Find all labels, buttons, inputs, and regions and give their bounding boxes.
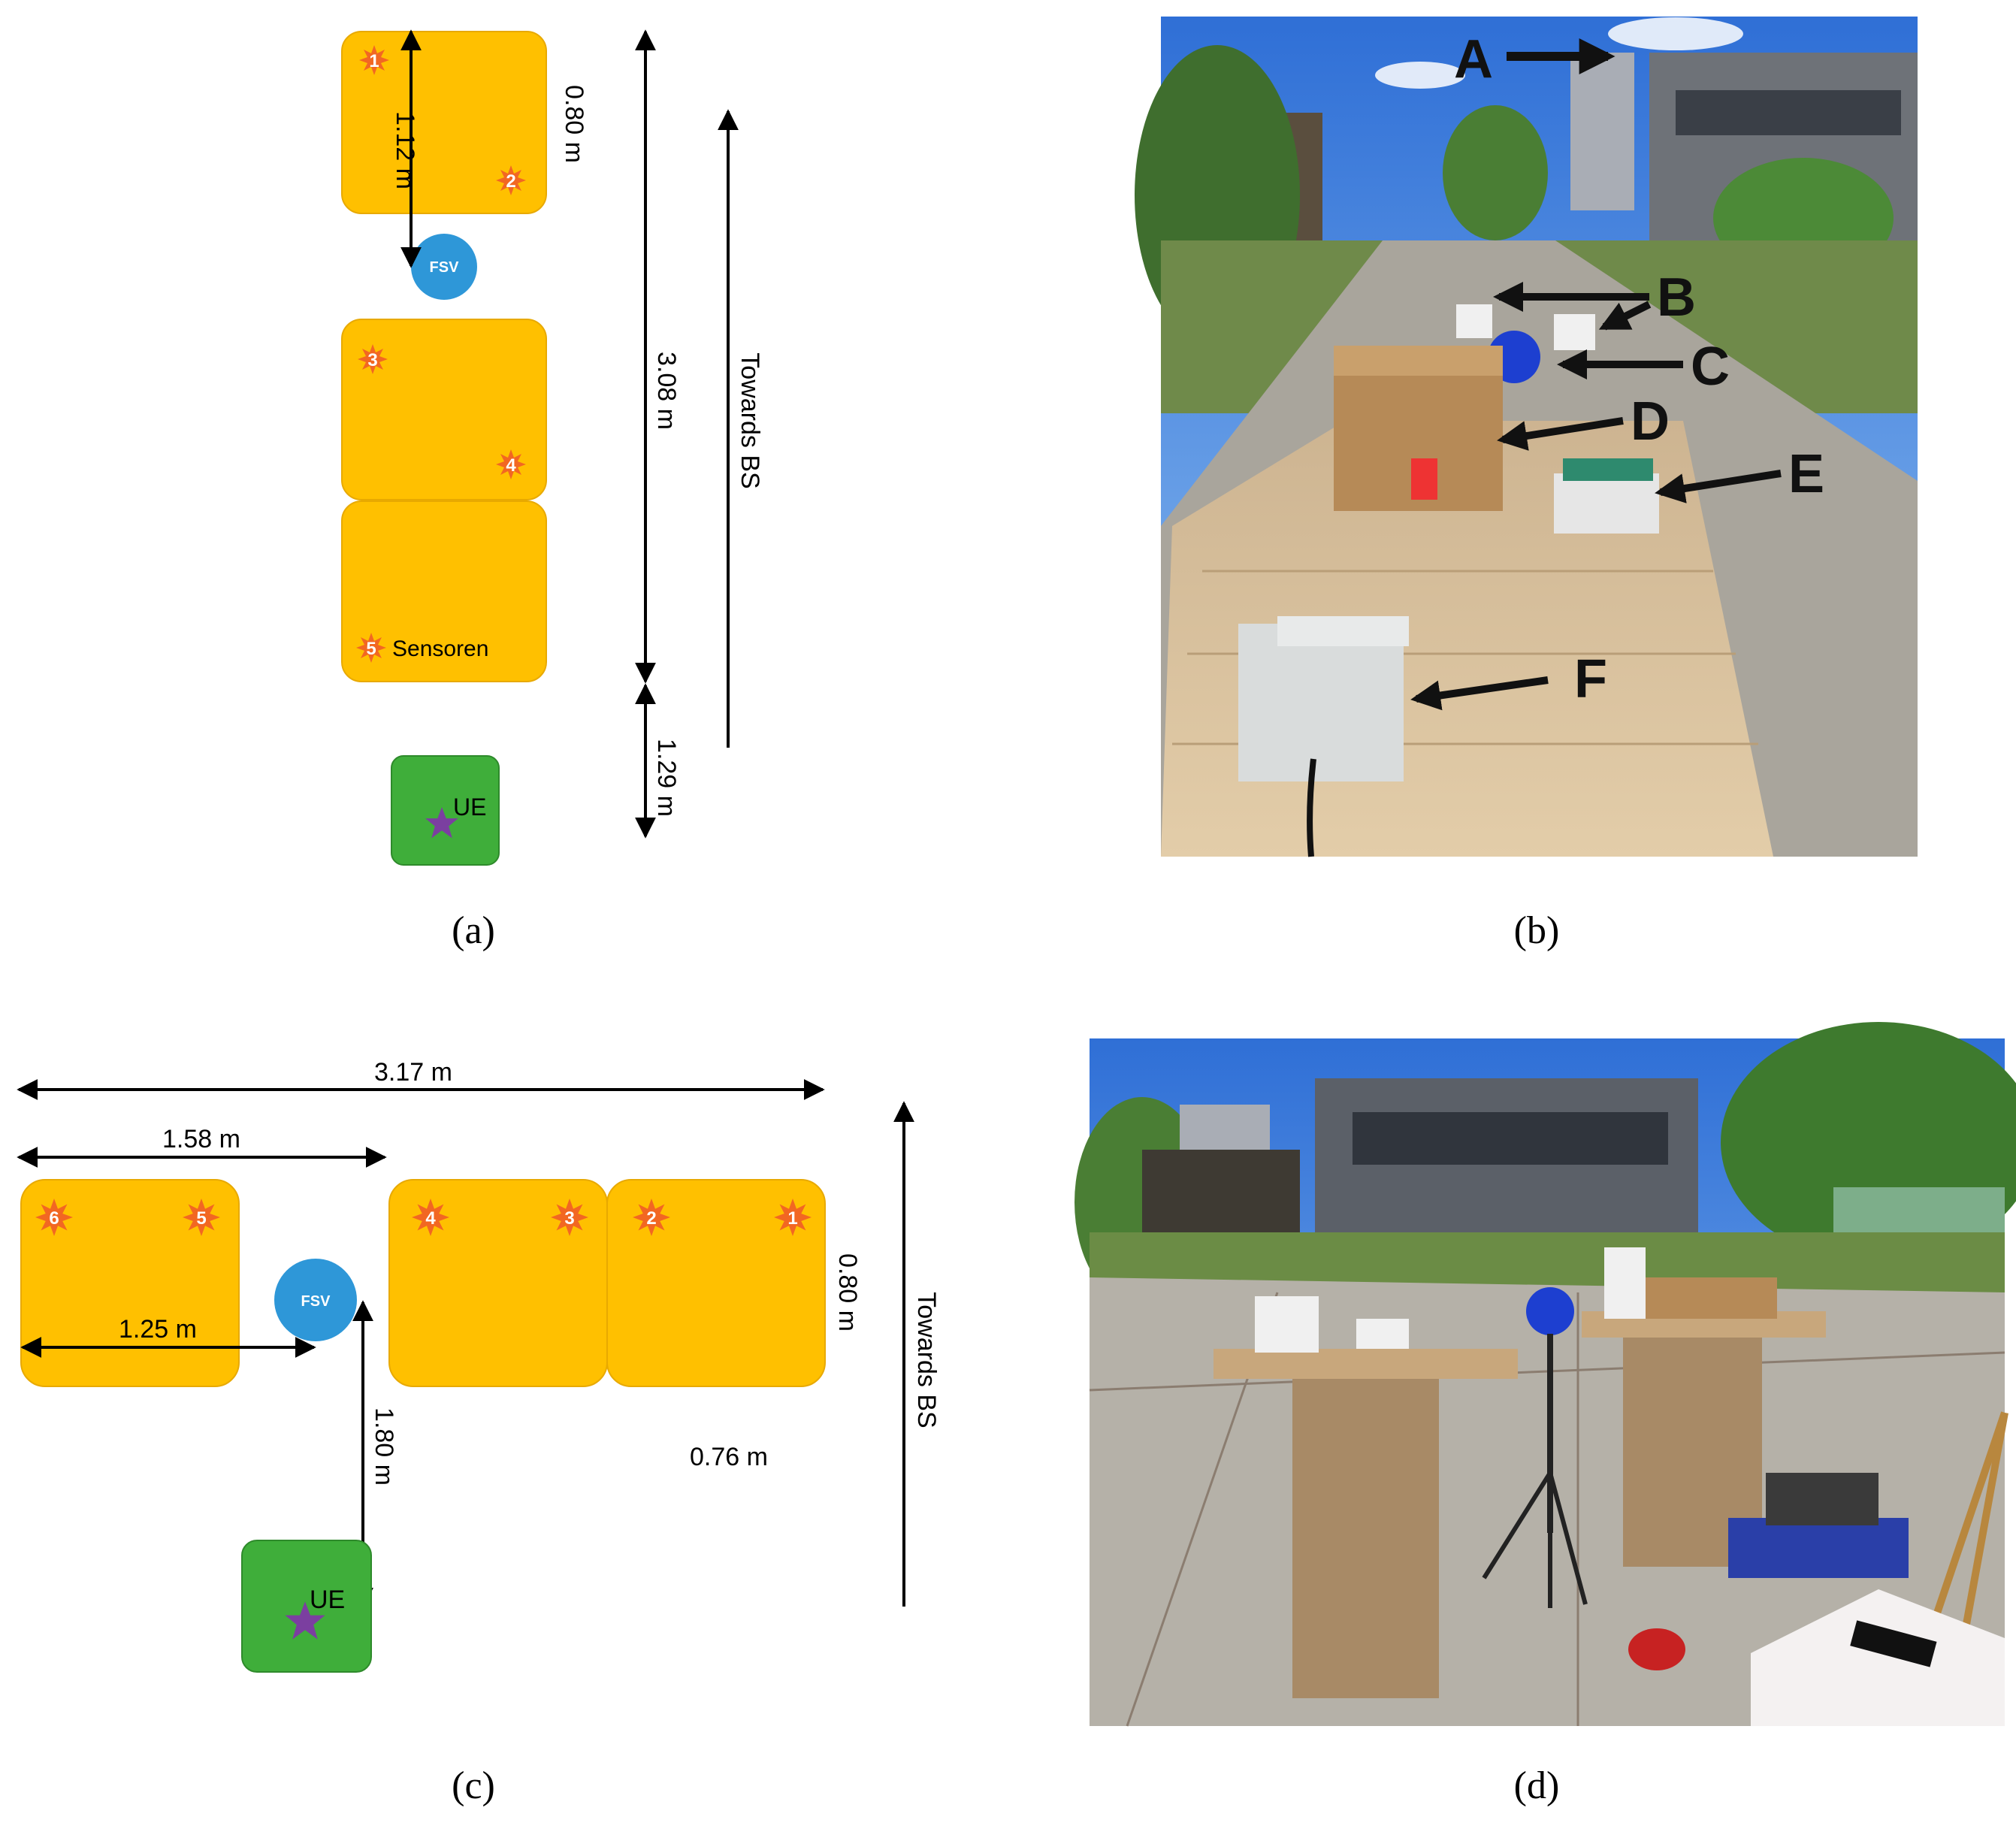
- callout-arrow-d: [1497, 417, 1624, 451]
- dim-label-3-17: 3.17 m: [374, 1058, 452, 1087]
- grey-box-top: [1277, 616, 1409, 646]
- callout-b: B: [1657, 268, 1696, 328]
- callout-a: A: [1454, 29, 1493, 89]
- sensor-1: 1: [359, 45, 389, 75]
- sensor-4: 4: [496, 449, 526, 479]
- dim-label-1-25: 1.25 m: [119, 1315, 197, 1344]
- cardboard-box: [1646, 1277, 1777, 1319]
- dim-label-1-12: 1.12 m: [391, 111, 419, 189]
- sensor-6: 6: [35, 1199, 73, 1236]
- callout-c: C: [1691, 337, 1730, 397]
- panel-c-label: (c): [452, 1764, 495, 1807]
- panel-a: 1 2 3 4 5 Sensoren FSV UE 1.12 m 0.80 m: [341, 29, 764, 952]
- fsv-probe: [411, 234, 477, 300]
- building-right-windows: [1676, 90, 1901, 135]
- table-left: [20, 1179, 240, 1387]
- sensor-3: 3: [358, 344, 388, 374]
- sensor-5: 5: [183, 1199, 220, 1236]
- tripod-right: [1957, 1412, 2008, 1654]
- callout-f: F: [1574, 649, 1607, 709]
- dim-label-1-80: 1.80 m: [370, 1407, 398, 1486]
- towards-bs-label: Towards BS: [912, 1292, 941, 1428]
- white-box-left: [1255, 1296, 1319, 1353]
- dim-label-3-08: 3.08 m: [652, 352, 681, 430]
- svg-text:3: 3: [564, 1208, 574, 1229]
- white-crate: [1751, 1589, 2005, 1726]
- panel-a-label: (a): [452, 909, 495, 952]
- svg-text:4: 4: [425, 1208, 436, 1229]
- panel-d-label: (d): [1514, 1764, 1560, 1807]
- table-bottom: [341, 500, 547, 682]
- building-low: [1142, 1150, 1300, 1247]
- dim-label-0-80: 0.80 m: [833, 1253, 862, 1332]
- building-cube-windows: [1353, 1112, 1668, 1165]
- panel-b: A B C D E F (b): [1135, 17, 1918, 952]
- svg-text:2: 2: [506, 171, 515, 192]
- red-label: [1411, 458, 1437, 500]
- ue-label: UE: [310, 1586, 345, 1614]
- cable: [1307, 758, 1316, 857]
- blue-probe: [1526, 1287, 1574, 1335]
- table-left-leg: [1292, 1379, 1439, 1698]
- table-left-top: [1214, 1349, 1518, 1379]
- electronics-box: [1554, 473, 1659, 534]
- sensor-1: 1: [774, 1199, 812, 1236]
- tripod-leg: [1548, 1472, 1588, 1605]
- table-right: [606, 1179, 826, 1387]
- callout-e: E: [1788, 444, 1824, 504]
- cloud: [1375, 62, 1465, 89]
- sensor-4: 4: [412, 1199, 449, 1236]
- white-box-b1: [1456, 304, 1492, 338]
- callout-arrow-f: [1410, 676, 1549, 711]
- cart: [1728, 1518, 1909, 1578]
- towards-bs-label: Towards BS: [736, 352, 764, 488]
- callout-arrow-b2: [1598, 301, 1652, 331]
- panel-b-label: (b): [1514, 909, 1560, 952]
- fsv-label: FSV: [430, 259, 460, 276]
- table-top: [341, 31, 547, 214]
- dim-label-1-29: 1.29 m: [652, 739, 681, 817]
- tower: [1570, 53, 1634, 210]
- sensor-2: 2: [633, 1199, 670, 1236]
- grey-box: [1238, 624, 1404, 781]
- white-box-right: [1604, 1247, 1646, 1319]
- fsv-label: FSV: [301, 1293, 331, 1310]
- svg-text:1: 1: [787, 1208, 797, 1229]
- dim-label-0-80: 0.80 m: [560, 85, 588, 163]
- svg-text:5: 5: [366, 639, 376, 659]
- svg-text:6: 6: [49, 1208, 59, 1229]
- laptop: [1766, 1473, 1878, 1525]
- cardboard-box-top: [1334, 346, 1503, 376]
- tree: [1443, 105, 1548, 240]
- sensor-3: 3: [551, 1199, 588, 1236]
- svg-text:1: 1: [369, 51, 379, 71]
- svg-text:5: 5: [196, 1208, 206, 1229]
- callout-arrow-e: [1655, 470, 1782, 503]
- white-box-small: [1356, 1319, 1409, 1349]
- sensor-text: Sensoren: [392, 636, 488, 661]
- white-box-b2: [1554, 314, 1595, 350]
- panel-c: 3.17 m 1.58 m 6 5 4 3 2 1: [17, 1058, 941, 1807]
- svg-text:4: 4: [506, 455, 516, 476]
- cloud: [1608, 17, 1743, 50]
- electronics-board: [1563, 458, 1653, 481]
- ue-box: [391, 755, 500, 866]
- callout-d: D: [1631, 391, 1670, 452]
- table-middle: [341, 319, 547, 500]
- dim-label-0-76: 0.76 m: [690, 1443, 768, 1471]
- tripod-leg: [1482, 1471, 1552, 1580]
- sensor-2: 2: [496, 165, 526, 195]
- fsv-probe: [274, 1259, 357, 1341]
- svg-text:3: 3: [367, 350, 377, 370]
- svg-text:2: 2: [646, 1208, 656, 1229]
- sensor-5: 5: [356, 633, 386, 663]
- phone: [1850, 1620, 1937, 1667]
- ue-label: UE: [453, 794, 486, 821]
- red-device: [1628, 1628, 1685, 1670]
- panel-d: (d): [1074, 1022, 2016, 1807]
- dim-label-1-58: 1.58 m: [162, 1125, 240, 1153]
